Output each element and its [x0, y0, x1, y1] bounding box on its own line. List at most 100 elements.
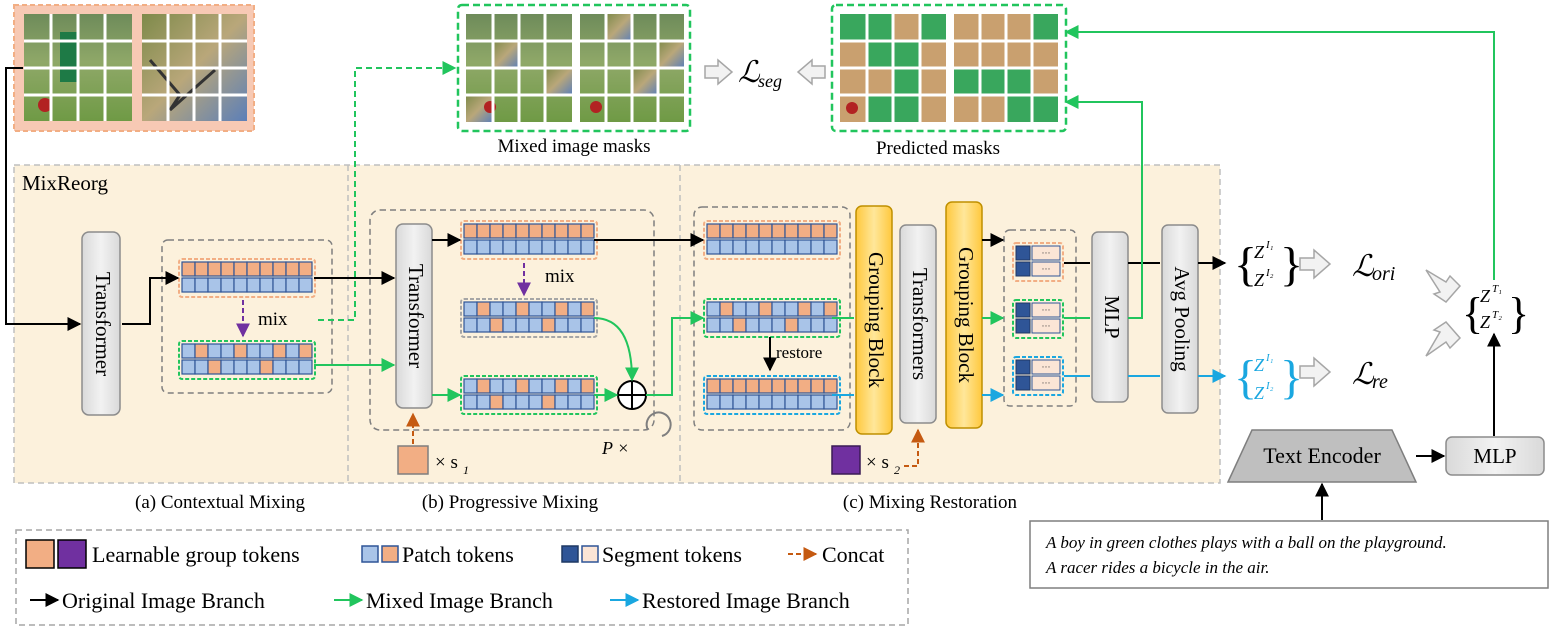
- patch-token: [489, 239, 504, 255]
- patch-token: [732, 301, 747, 317]
- learnable-token-s1: [397, 445, 429, 475]
- patch-token: [207, 359, 222, 375]
- patch-token: [823, 239, 838, 255]
- segment-token: [1031, 375, 1061, 391]
- transformer-a-block: [81, 231, 121, 416]
- token-group-gray-b: [460, 298, 598, 338]
- segment-token: [1015, 375, 1031, 391]
- patch-token: [502, 239, 517, 255]
- svg-text:I₁: I₁: [1265, 352, 1274, 364]
- legend-orange-swatch: [25, 539, 55, 569]
- loss-seg-subscript: seg: [758, 71, 782, 91]
- patch-token: [528, 378, 543, 394]
- mlp-text-label: MLP: [1473, 444, 1516, 468]
- s1-multiplier: × s: [435, 452, 458, 473]
- patch-token: [463, 317, 478, 333]
- patch-token: [220, 261, 235, 277]
- patch-token: [797, 317, 812, 333]
- patch-token: [207, 261, 222, 277]
- section-a: Transformer mix (a) Contextual Mixing: [81, 231, 333, 513]
- mix-label-a: mix: [258, 309, 288, 330]
- segment-ellipsis: ···: [1042, 362, 1051, 372]
- section-c-caption: (c) Mixing Restoration: [843, 492, 1018, 513]
- s2-subscript: 2: [894, 463, 900, 477]
- patch-token: [810, 223, 825, 239]
- patch-token: [285, 343, 300, 359]
- legend-segment-light: [581, 545, 599, 563]
- caption-line-2: A racer rides a bicycle in the air.: [1045, 558, 1269, 577]
- legend-patch-orange: [381, 545, 399, 563]
- legend-learnable: Learnable group tokens: [92, 542, 300, 567]
- patch-token: [784, 223, 799, 239]
- patch-token: [732, 394, 747, 410]
- patch-token: [515, 239, 530, 255]
- predicted-masks-caption: Predicted masks: [876, 138, 1000, 159]
- patch-token: [719, 239, 734, 255]
- text-encoder-label: Text Encoder: [1263, 443, 1381, 468]
- patch-token: [298, 359, 313, 375]
- svg-text:Z: Z: [1254, 270, 1265, 290]
- patch-token: [476, 301, 491, 317]
- patch-token: [259, 343, 274, 359]
- section-a-caption: (a) Contextual Mixing: [135, 492, 305, 513]
- svg-text:Z: Z: [1254, 355, 1265, 375]
- segment-token: [1015, 359, 1031, 375]
- patch-token: [732, 223, 747, 239]
- patch-token: [233, 343, 248, 359]
- patch-token: [298, 277, 313, 293]
- patch-token: [285, 261, 300, 277]
- patch-token: [489, 301, 504, 317]
- patch-token: [463, 301, 478, 317]
- svg-text:Z: Z: [1254, 242, 1265, 262]
- patch-token: [515, 394, 530, 410]
- patch-token: [771, 223, 786, 239]
- svg-text:{: {: [1462, 289, 1483, 338]
- patch-token: [706, 301, 721, 317]
- patch-token: [758, 239, 773, 255]
- caption-box: [1029, 520, 1549, 589]
- loss-ori-subscript: ori: [1372, 263, 1395, 285]
- patch-token: [259, 359, 274, 375]
- legend-patch: Patch tokens: [402, 542, 514, 567]
- patch-token: [489, 317, 504, 333]
- patch-token: [810, 317, 825, 333]
- patch-token: [745, 301, 760, 317]
- patch-token: [823, 223, 838, 239]
- patch-token: [528, 317, 543, 333]
- patch-token: [745, 223, 760, 239]
- patch-token: [285, 277, 300, 293]
- token-bar-border: [178, 340, 316, 380]
- segment-token: [1031, 245, 1061, 261]
- legend: Learnable group tokens Patch tokens Segm…: [15, 529, 909, 626]
- patch-token: [810, 394, 825, 410]
- svg-text:Z: Z: [1254, 383, 1265, 403]
- patch-token: [771, 378, 786, 394]
- patch-token: [758, 394, 773, 410]
- patch-token: [706, 394, 721, 410]
- branch-arrows: [5, 25, 1501, 520]
- avg-pooling-block: [1161, 224, 1199, 414]
- segment-ellipsis: ···: [1042, 264, 1051, 274]
- segment-token: [1031, 302, 1061, 318]
- segment-tokens-blue: ······: [1012, 356, 1064, 396]
- patch-token: [272, 261, 287, 277]
- svg-text:}: }: [1280, 351, 1303, 404]
- mixed-image-masks: Mixed image masks: [456, 3, 692, 157]
- segment-token: [1015, 318, 1031, 334]
- loss-seg-symbol: ℒ: [738, 56, 761, 89]
- patch-token: [823, 394, 838, 410]
- s1-subscript: 1: [463, 463, 469, 477]
- segment-token: [1015, 245, 1031, 261]
- section-b-caption: (b) Progressive Mixing: [422, 492, 599, 513]
- patch-token: [489, 223, 504, 239]
- patch-token: [272, 343, 287, 359]
- legend-mixed: Mixed Image Branch: [366, 588, 553, 613]
- patch-token: [285, 359, 300, 375]
- patch-token: [706, 317, 721, 333]
- legend-segment: Segment tokens: [602, 542, 742, 567]
- learnable-token-s2: [831, 445, 861, 475]
- patch-token: [580, 317, 595, 333]
- patch-token: [246, 359, 261, 375]
- patch-token: [732, 239, 747, 255]
